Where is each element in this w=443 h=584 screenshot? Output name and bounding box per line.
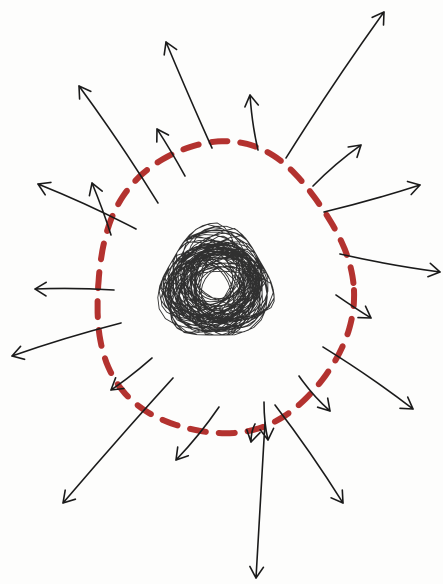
- arrow: [286, 12, 384, 158]
- arrow: [12, 323, 121, 359]
- scribble-ball: [158, 223, 274, 335]
- arrow-shaft: [166, 42, 212, 148]
- arrow: [111, 358, 152, 390]
- arrow-shaft: [323, 347, 413, 409]
- arrow: [35, 282, 114, 296]
- arrow-shaft: [324, 185, 420, 212]
- arrow-shaft: [63, 378, 173, 503]
- arrow-shaft: [313, 145, 361, 186]
- arrow: [157, 129, 185, 176]
- central-scribble: [158, 223, 274, 335]
- red-dashed-circle: [98, 141, 355, 433]
- arrow: [275, 405, 343, 503]
- dashed-ring: [98, 141, 355, 433]
- arrow: [250, 422, 265, 578]
- arrow: [299, 376, 330, 411]
- arrow-shaft: [176, 407, 219, 460]
- arrow: [176, 407, 219, 460]
- arrow-shaft: [340, 254, 440, 272]
- arrow-shaft: [35, 288, 114, 290]
- arrow-shaft: [299, 376, 330, 411]
- arrow-shaft: [12, 323, 121, 356]
- arrow-shaft: [157, 129, 185, 176]
- arrow: [323, 347, 413, 409]
- arrow: [340, 254, 440, 277]
- arrow-shaft: [275, 405, 343, 503]
- arrow-shaft: [111, 358, 152, 390]
- arrow-shaft: [286, 12, 384, 158]
- arrow: [164, 42, 212, 148]
- arrow: [38, 182, 136, 229]
- arrow: [63, 378, 173, 503]
- arrow: [89, 183, 111, 235]
- arrow-shaft: [256, 422, 265, 578]
- arrow: [260, 402, 274, 440]
- arrow-shaft: [38, 184, 136, 229]
- arrow: [324, 182, 420, 213]
- arrow: [313, 145, 361, 186]
